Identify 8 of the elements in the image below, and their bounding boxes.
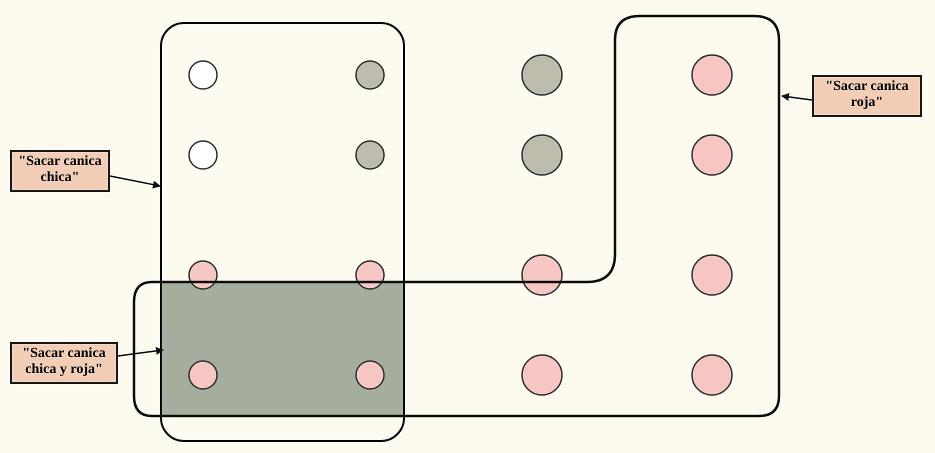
leader-line <box>118 346 164 357</box>
caption-box: "Sacar canica chica" <box>10 150 110 192</box>
set-outline <box>160 22 405 442</box>
caption-box: "Sacar canica chica y roja" <box>10 342 118 384</box>
set-outline <box>132 14 782 418</box>
caption-box: "Sacar canica roja" <box>812 75 922 117</box>
leader-line <box>110 175 161 189</box>
leader-line <box>781 92 812 101</box>
